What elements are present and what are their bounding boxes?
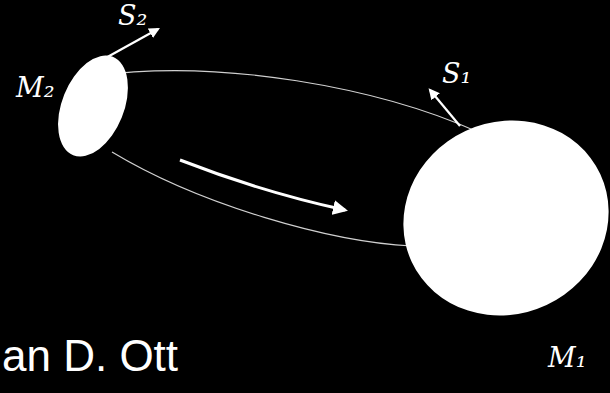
star-body <box>44 45 141 167</box>
mass-label: M₂ <box>16 74 54 101</box>
star-body <box>371 87 610 349</box>
mass-label: M₁ <box>548 344 586 371</box>
orbit-line <box>112 152 412 246</box>
spin-label: S₂ <box>118 2 147 29</box>
author-credit: an D. Ott <box>2 334 178 378</box>
spin-arrow <box>430 90 460 126</box>
spin-arrow <box>102 29 158 60</box>
spin-label: S₁ <box>442 60 471 87</box>
orbit-line <box>95 71 478 132</box>
orbit-direction-arrow <box>180 160 345 210</box>
